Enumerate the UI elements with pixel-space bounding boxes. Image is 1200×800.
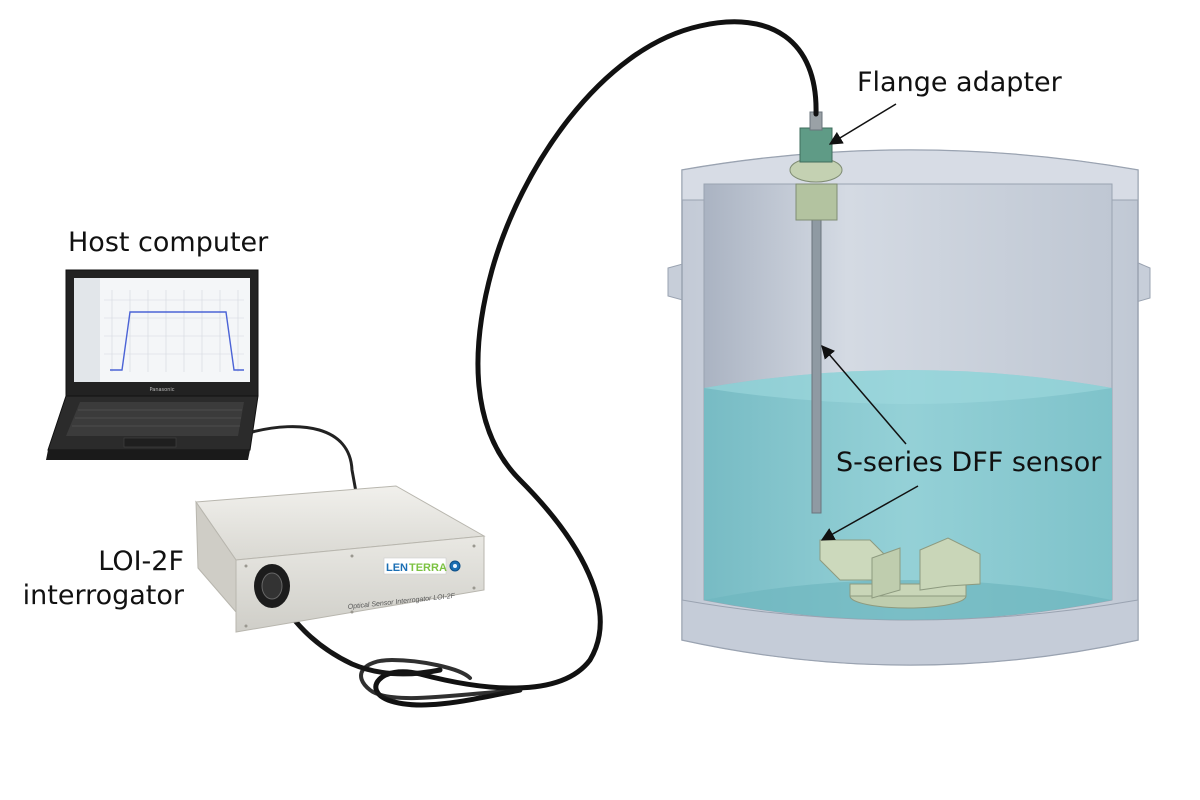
sensor-rod	[811, 217, 822, 514]
usb-cable	[251, 425, 358, 493]
sensor-arrow-lower	[820, 485, 919, 541]
impeller-blade-right	[919, 537, 981, 591]
laptop-brand: Panasonic	[149, 387, 174, 393]
laptop-front	[46, 450, 250, 460]
laptop-keys	[72, 409, 242, 427]
flange-nut-lower	[795, 183, 838, 221]
fiber-cable	[373, 19, 819, 708]
interrogator-label-line2: interrogator	[22, 580, 184, 611]
laptop-touchpad	[123, 437, 177, 448]
interrogator-label-line1: LOI-2F	[98, 546, 184, 577]
laptop-screen	[74, 278, 250, 382]
flange-adapter-label: Flange adapter	[857, 67, 1062, 98]
sensor-probe	[789, 111, 843, 514]
sensor-arrow-upper	[821, 344, 907, 445]
laptop-screen-grid	[104, 290, 244, 372]
tank	[667, 149, 1151, 666]
sensor-label: S-series DFF sensor	[836, 447, 1102, 478]
power-led-center	[453, 564, 457, 568]
host-computer-label: Host computer	[68, 227, 269, 258]
brand-len: LEN	[386, 562, 408, 574]
interrogator: LEN TERRA Optical Sensor Interrogator LO…	[195, 485, 486, 633]
impeller-blade-mid	[871, 547, 901, 599]
flange-adapter-block	[799, 127, 833, 163]
water	[704, 370, 1112, 620]
tank-bottom	[681, 599, 1139, 666]
impeller	[819, 537, 981, 609]
water-surface	[704, 370, 1112, 404]
laptop-screen-trace	[110, 311, 244, 371]
brand-terra: TERRA	[409, 562, 447, 574]
brand-plate	[383, 557, 447, 575]
laptop-keyboard	[66, 402, 244, 436]
interrogator-connector	[261, 572, 283, 600]
flange-arrow	[828, 103, 897, 145]
fiber-cable-to-device	[359, 657, 522, 701]
interrogator-label: LOI-2F interrogator	[23, 545, 184, 613]
interrogator-screws	[244, 544, 476, 628]
laptop-screen-sidebar	[74, 278, 100, 382]
host-computer: Panasonic	[46, 269, 259, 460]
